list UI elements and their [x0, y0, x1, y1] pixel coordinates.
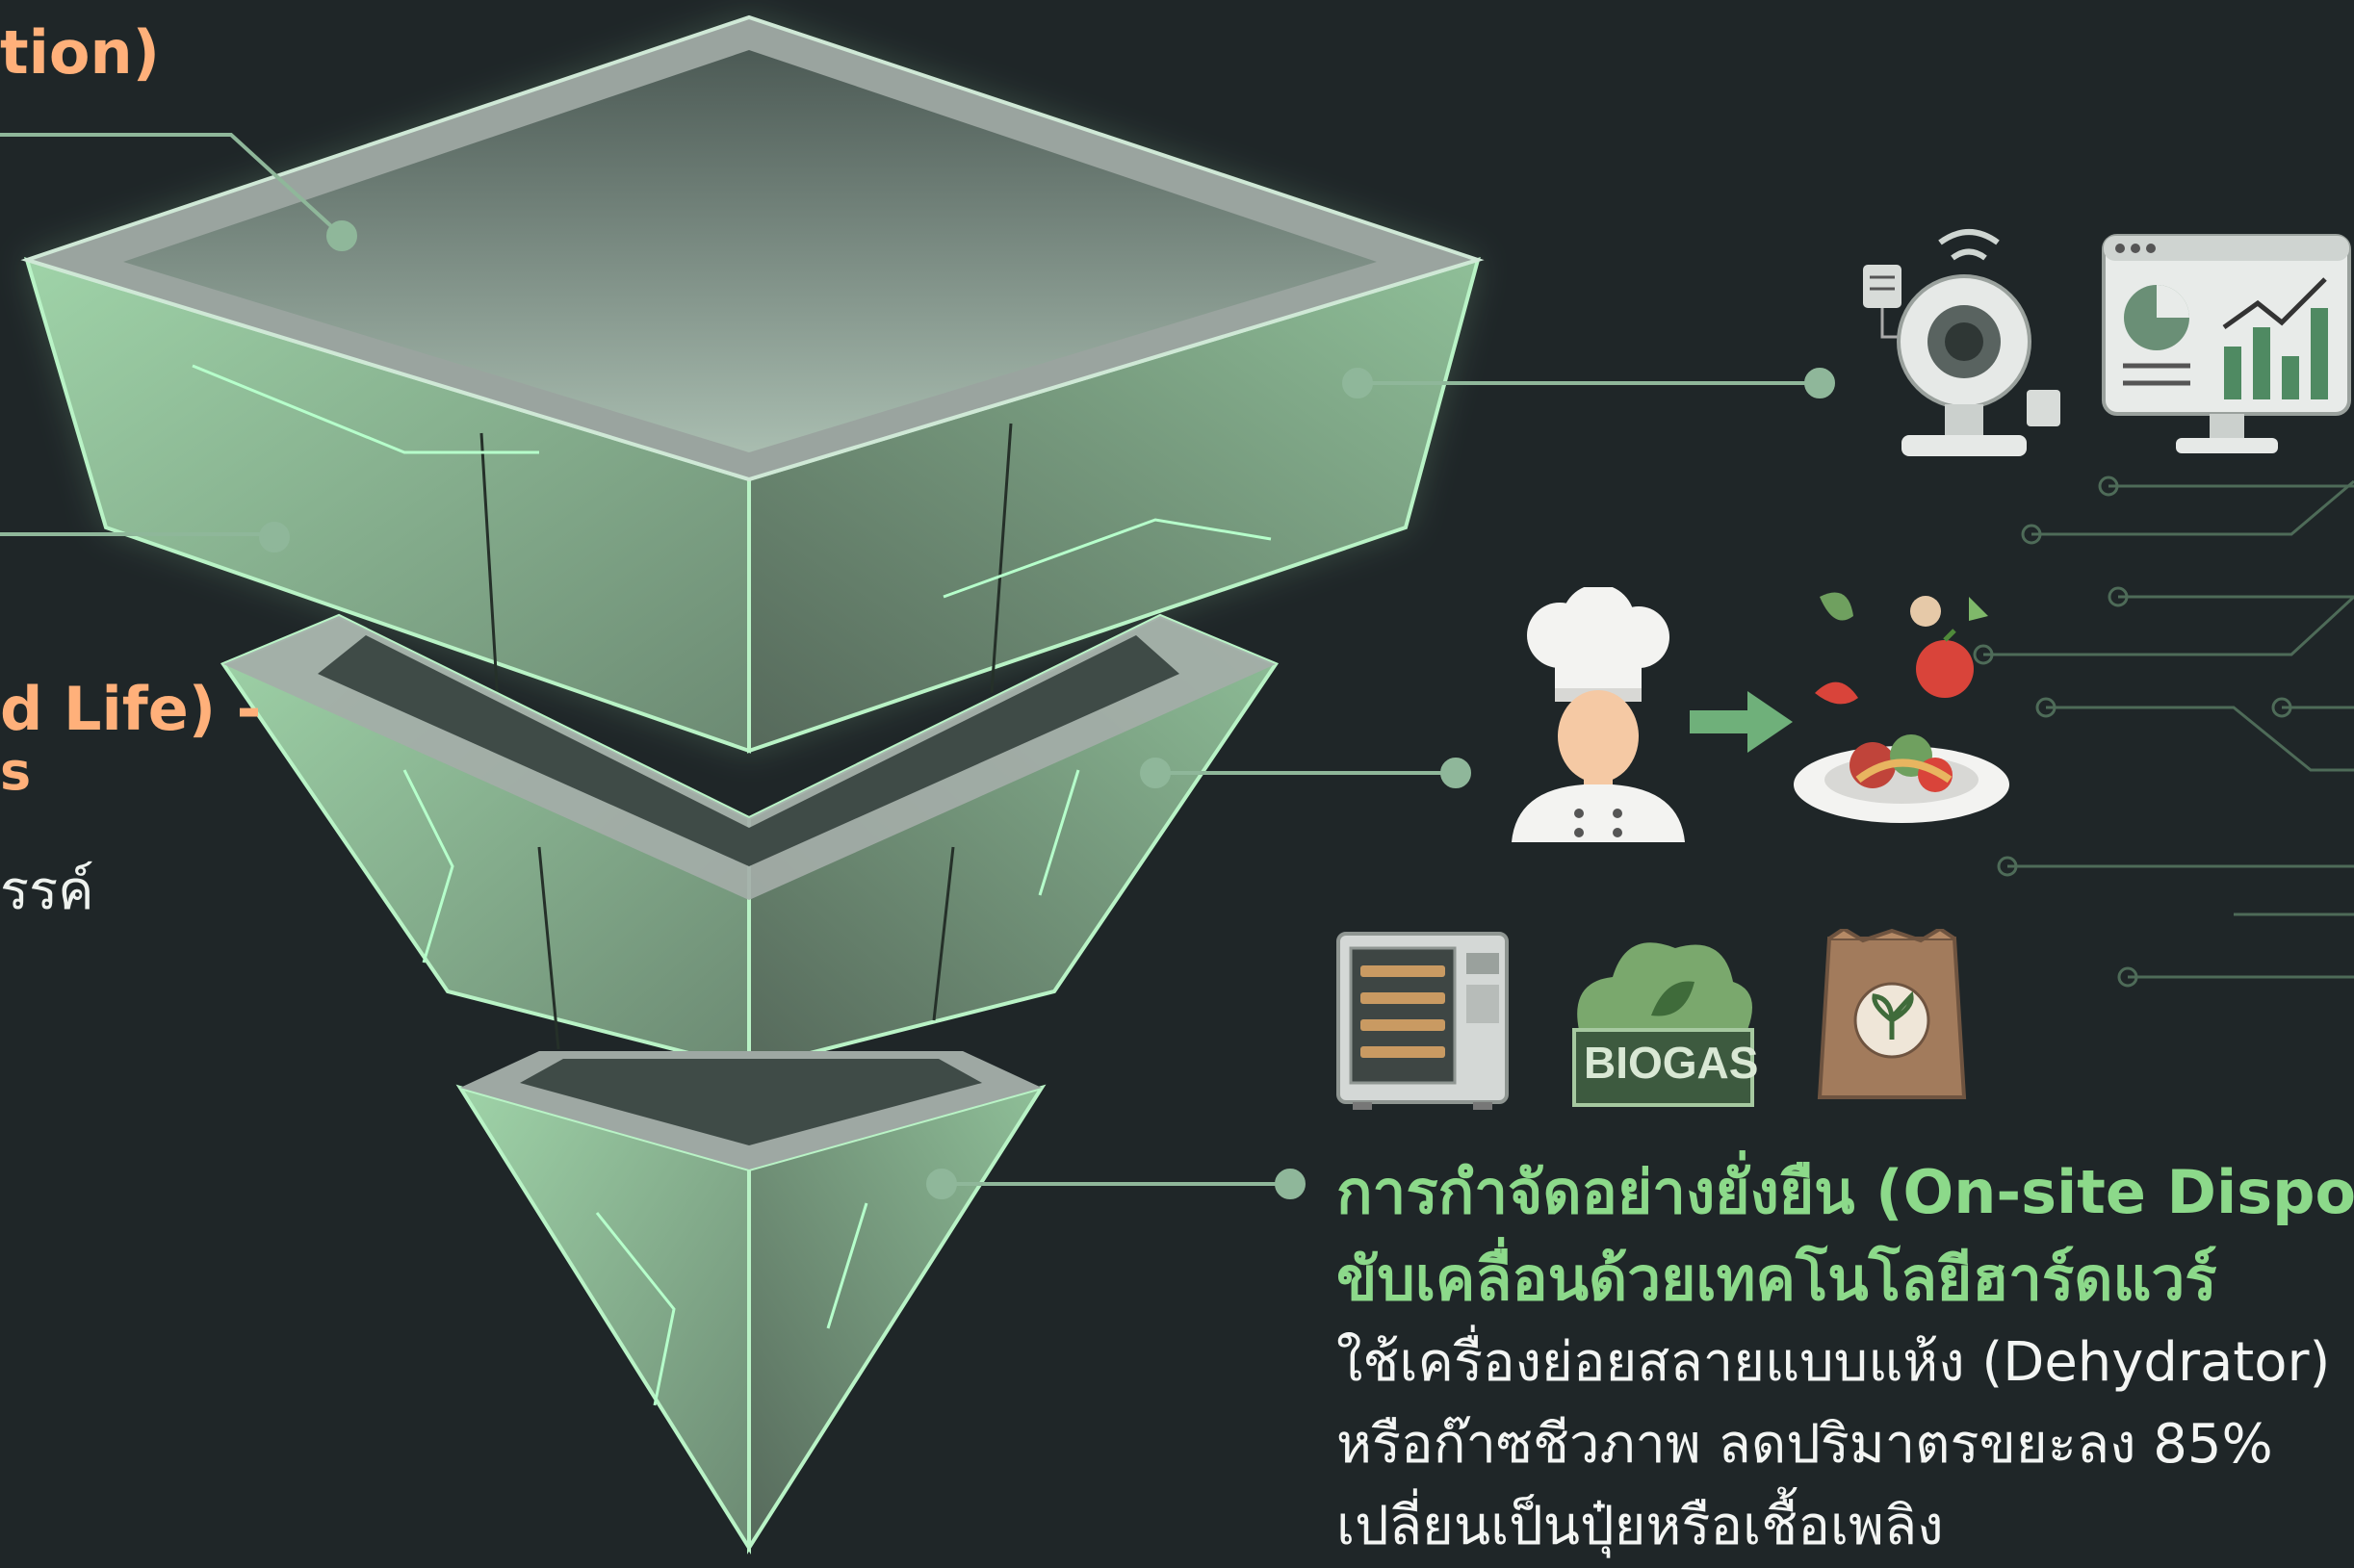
bottom-stage-title-line1: การกำจัดอย่างยั่งยืน (On-site Disposa [1336, 1157, 2354, 1227]
stage-title-middle-symbol: s [0, 741, 32, 802]
dashboard-icon [2102, 234, 2351, 453]
food-plate-icon [1794, 592, 2009, 823]
funnel-tier-middle [220, 613, 1280, 1071]
stage-title-top-fragment: tion) [0, 17, 160, 88]
funnel-tier-top-body [20, 14, 1485, 754]
stage-desc-middle-fragment: รรค์ [0, 860, 94, 922]
bottom-stage-desc-line3: เปลี่ยนเป็นปุ๋ยหรือเชื้อเพลิง [1336, 1495, 1944, 1557]
circuit-traces [1973, 476, 2354, 988]
biogas-icon: BIOGAS [1560, 924, 1767, 1112]
bottom-stage-title-line2: ขับเคลื่อนด้วยเทคโนโลยีฮาร์ดแวร์ [1336, 1244, 2217, 1314]
connector-top-left [0, 133, 357, 251]
stage-title-middle-fragment: d Life) - [0, 674, 262, 744]
fertilizer-bag-icon [1817, 929, 1967, 1099]
connector-top-right [1342, 368, 1835, 398]
connector-middle-right [1140, 758, 1471, 788]
funnel-tier-bottom [455, 1051, 1047, 1555]
dehydrator-machine-icon [1336, 932, 1509, 1110]
bottom-stage-desc-line2: หรือก๊าซชีวภาพ ลดปริมาตรขยะลง 85% [1336, 1413, 2273, 1476]
arrow-right-icon [1690, 691, 1793, 753]
connector-bottom-right [926, 1169, 1306, 1199]
camera-icon [1863, 229, 2060, 456]
biogas-label: BIOGAS [1584, 1038, 1759, 1088]
connector-middle-left [0, 522, 290, 553]
bottom-stage-desc-line1: ใช้เครื่องย่อยสลายแบบแห้ง (Dehydrator) [1336, 1331, 2331, 1394]
chef-icon [1512, 587, 1685, 842]
